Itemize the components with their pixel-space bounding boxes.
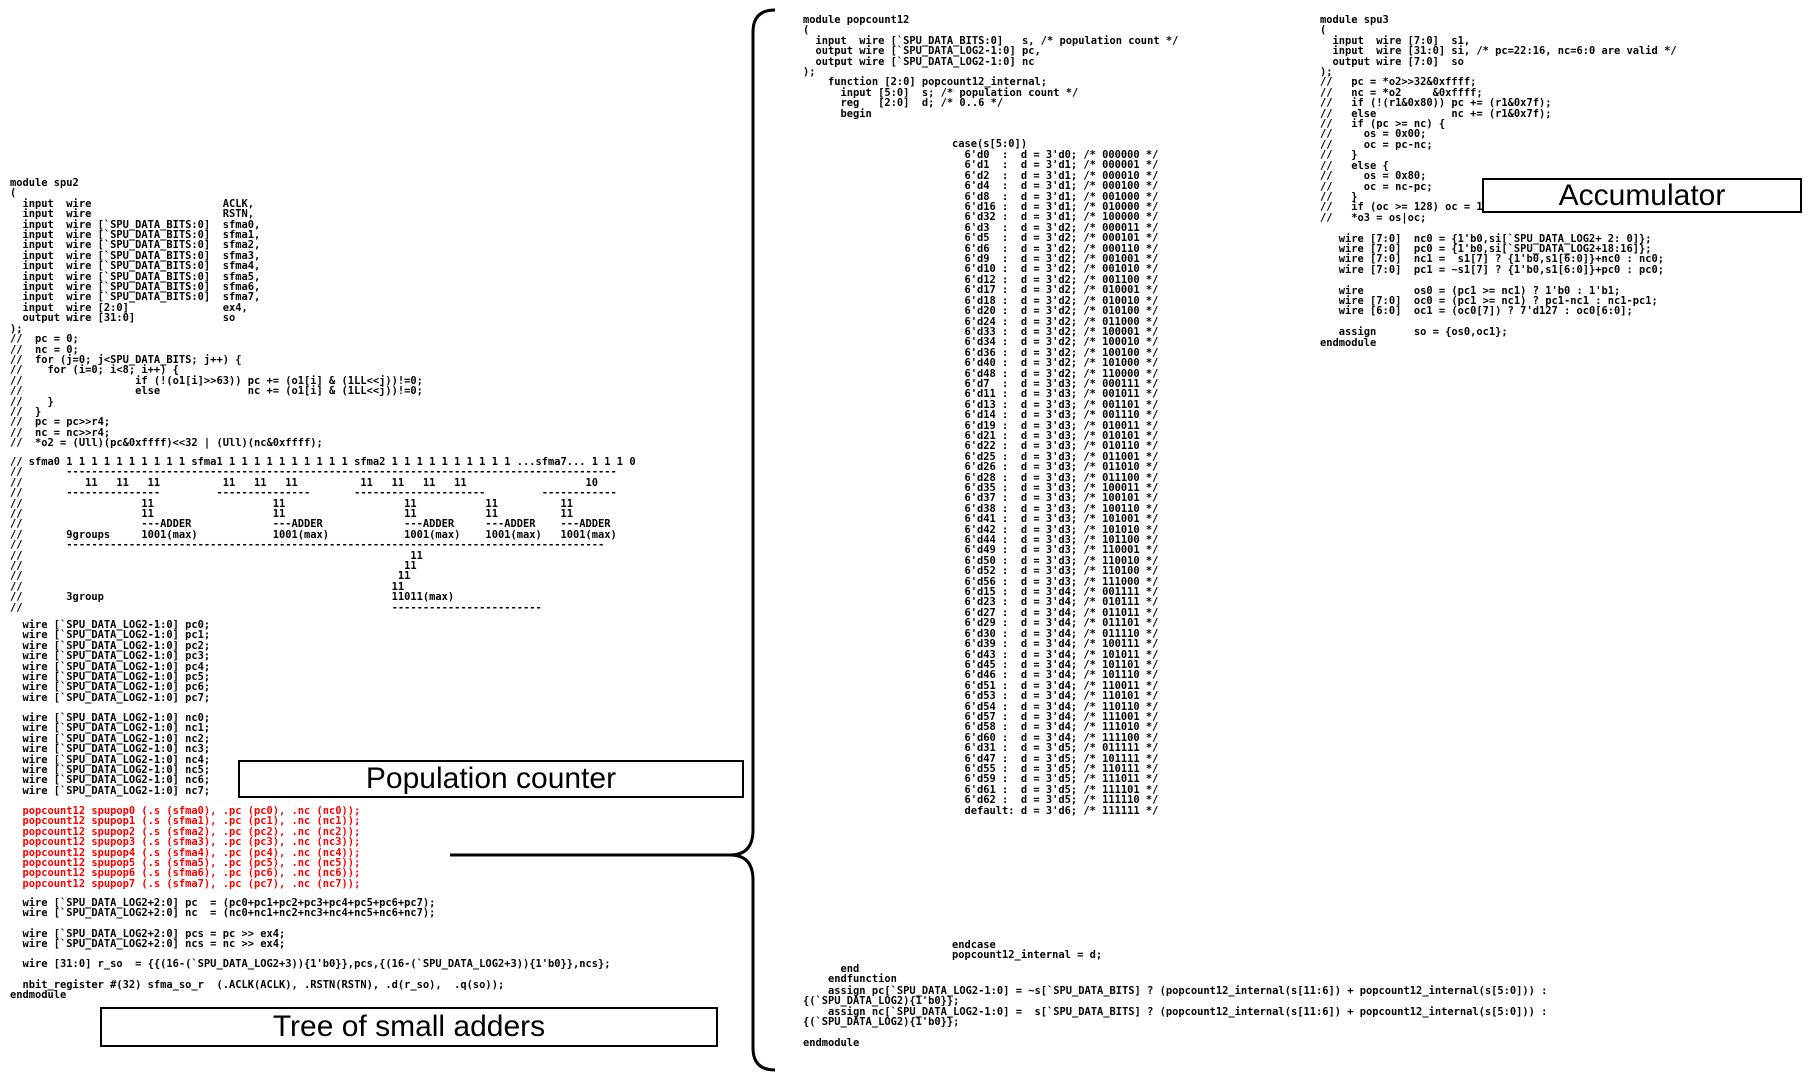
spu2-shift-wires: wire [`SPU_DATA_LOG2+2:0] pcs = pc >> ex… — [22, 928, 286, 951]
spu3-module: module spu3 ( input wire [7:0] s1, input… — [1320, 14, 1677, 349]
popcount12-assigns: assign pc[`SPU_DATA_LOG2-1:0] = ~s[`SPU_… — [803, 985, 1548, 1050]
spu2-nc-wires: wire [`SPU_DATA_LOG2-1:0] nc0; wire [`SP… — [22, 712, 211, 797]
popcount12-function-end: end endfunction — [828, 963, 897, 986]
popcount12-case-table: 6'd0 : d = 3'd0; /* 000000 */ 6'd1 : d =… — [964, 149, 1159, 817]
tree-of-small-adders-label: Tree of small adders — [100, 1007, 718, 1047]
spu2-module-tail: nbit_register #(32) sfma_so_r (.ACLK(ACL… — [10, 979, 505, 1002]
spu2-sum-wires: wire [`SPU_DATA_LOG2+2:0] pc = (pc0+pc1+… — [22, 897, 436, 920]
accumulator-label: Accumulator — [1482, 178, 1802, 213]
spu2-pc-wires: wire [`SPU_DATA_LOG2-1:0] pc0; wire [`SP… — [22, 619, 211, 704]
spu2-rso-wire: wire [31:0] r_so = {{(16-(`SPU_DATA_LOG2… — [10, 958, 611, 970]
spu2-popcount-instances: popcount12 spupop0 (.s (sfma0), .pc (pc0… — [22, 805, 361, 890]
popcount12-case-close: endcase popcount12_internal = d; — [952, 939, 1103, 962]
spu2-adder-tree-comment: // sfma0 1 1 1 1 1 1 1 1 1 1 sfma1 1 1 1… — [10, 456, 636, 614]
population-counter-label: Population counter — [238, 760, 744, 798]
popcount12-header: module popcount12 ( input wire [`SPU_DAT… — [803, 14, 1179, 120]
spu2-module-header: module spu2 ( input wire ACLK, input wir… — [10, 177, 423, 450]
brace-path — [450, 8, 776, 1072]
popcount12-case-open: case(s[5:0]) — [952, 138, 1028, 150]
